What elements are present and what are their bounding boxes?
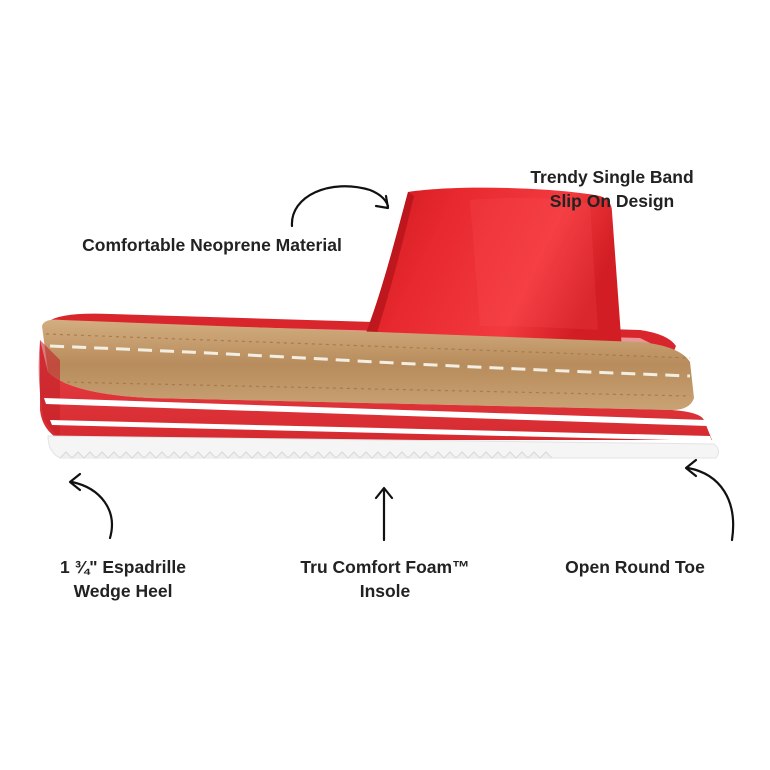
callout-foam-line1: Tru Comfort Foam™ [300, 557, 470, 577]
callout-neoprene-line1: Comfortable Neoprene Material [82, 235, 342, 255]
outsole-tread [59, 451, 553, 459]
upper-band-edge [360, 192, 414, 348]
arrow-wedge-icon [68, 472, 113, 540]
callout-wedge-line1: 1 ¾" Espadrille [60, 557, 186, 577]
upper-band [360, 187, 622, 350]
callout-comfort-foam: Tru Comfort Foam™ Insole [265, 555, 505, 603]
callout-wedge-heel: 1 ¾" Espadrille Wedge Heel [28, 555, 218, 603]
callout-neoprene: Comfortable Neoprene Material [52, 233, 372, 257]
sole-stripe-2 [50, 420, 712, 441]
arrow-toe-icon [684, 458, 735, 542]
callout-open-toe: Open Round Toe [545, 555, 725, 579]
arrow-foam-icon [374, 486, 394, 542]
jute-texture-bottom [59, 381, 691, 397]
outsole [47, 435, 720, 459]
callout-single-band: Trendy Single Band Slip On Design [512, 165, 712, 213]
jute-stitch [49, 344, 691, 378]
arrow-neoprene-icon [290, 185, 390, 228]
jute-wrap [42, 319, 694, 410]
callout-toe-line1: Open Round Toe [565, 557, 705, 577]
callout-wedge-line2: Wedge Heel [73, 581, 173, 601]
upper-band-sheen [470, 197, 598, 330]
jute-texture-top [45, 333, 691, 359]
wedge-heel-left [38, 340, 60, 440]
sole-stripe-1 [44, 398, 708, 426]
callout-band-line1: Trendy Single Band [530, 167, 694, 187]
callout-foam-line2: Insole [359, 581, 411, 601]
callout-band-line2: Slip On Design [549, 191, 675, 211]
